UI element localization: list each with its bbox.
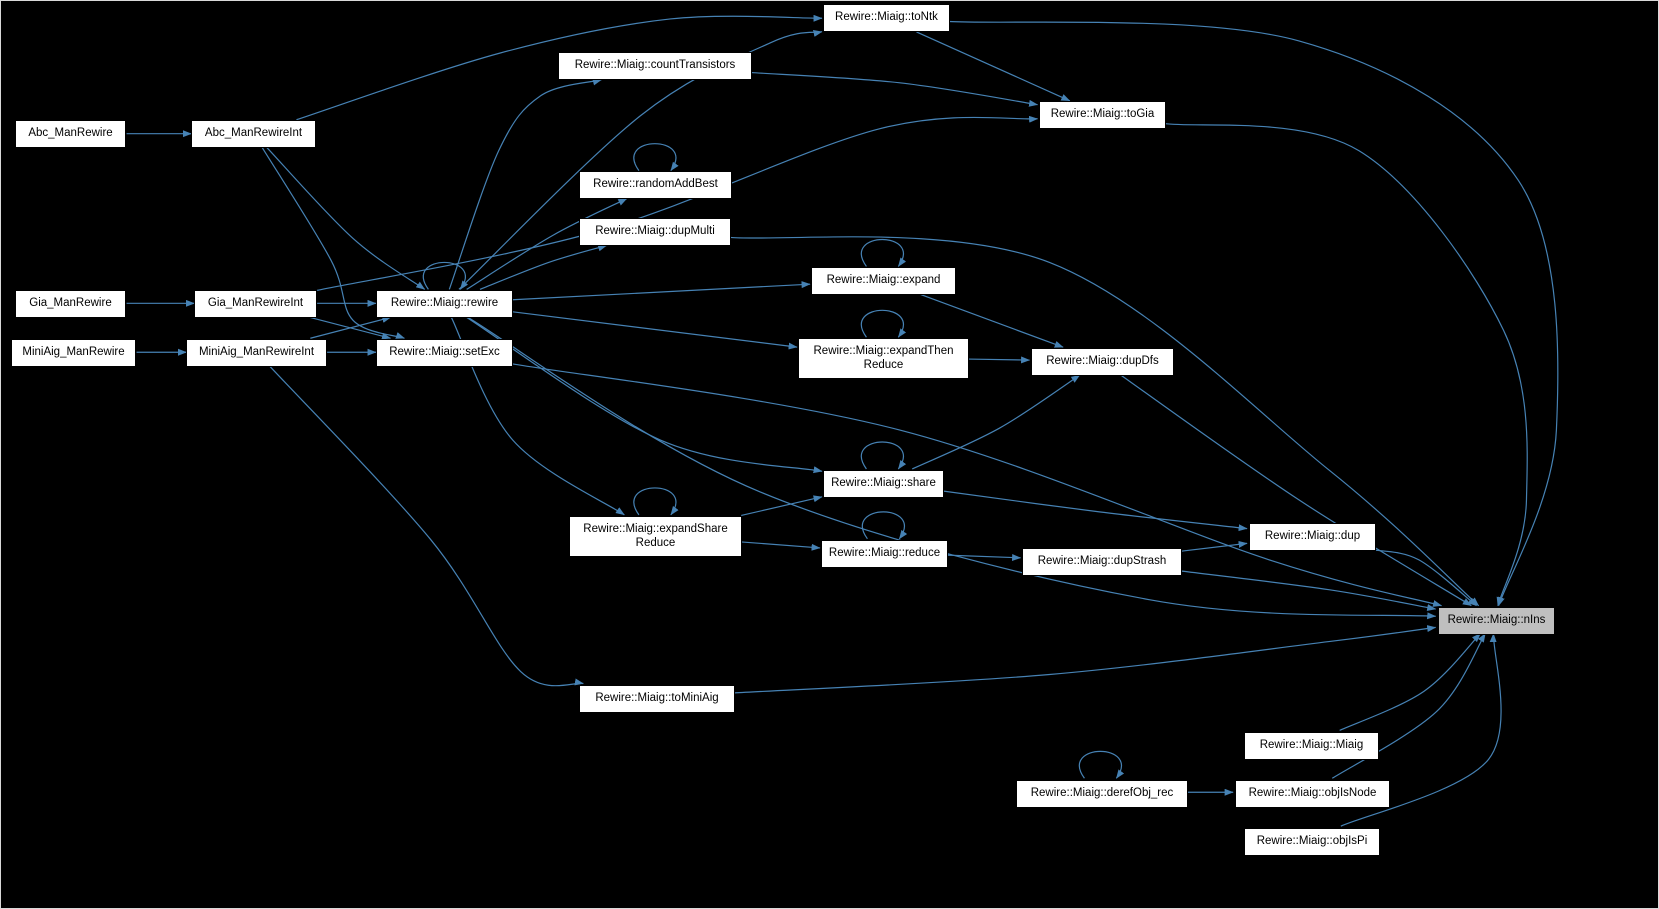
node-nins: Rewire::Miaig::nIns [1438,607,1555,635]
node-rewire[interactable]: Rewire::Miaig::rewire [376,290,513,318]
edge-rewire--randomaddbest [466,198,628,290]
edge-abc-manrewireint--rewire [266,147,426,290]
edge-derefobj-rec--derefobj-rec [1078,750,1125,779]
edge-abc-manrewireint--tontk [296,14,823,121]
edge-objisnode--nins [1331,633,1486,779]
node-share[interactable]: Rewire::Miaig::share [823,470,944,498]
node-miaig[interactable]: Rewire::Miaig::Miaig [1244,732,1379,760]
edge-miniaig-manrewireint--tominiaig [269,365,584,687]
edge-expandsharereduce--expandsharereduce [633,487,679,516]
node-miniaig-manrewireint[interactable]: MiniAig_ManRewireInt [186,339,327,367]
node-dup[interactable]: Rewire::Miaig::dup [1249,523,1376,551]
node-counttransistors[interactable]: Rewire::Miaig::countTransistors [558,52,752,80]
node-dupstrash[interactable]: Rewire::Miaig::dupStrash [1022,548,1182,576]
edge-rewire--dupmulti [479,244,608,290]
edge-objispi--nins [1340,633,1502,827]
edge-expandthenreduce--expandthenreduce [860,309,907,338]
edge-rewire--tontk [458,30,823,290]
node-tominiaig[interactable]: Rewire::Miaig::toMiniAig [579,685,735,713]
node-abc-manrewireint[interactable]: Abc_ManRewireInt [191,120,316,148]
edge-tontk--nins [948,20,1559,607]
edge-expand--expand [860,238,907,267]
edge-miaig--nins [1339,633,1481,731]
node-tontk[interactable]: Rewire::Miaig::toNtk [823,4,950,32]
edge-gia-manrewireint--togia [317,115,1039,291]
edge-rewire--expand [512,281,811,301]
node-reduce[interactable]: Rewire::Miaig::reduce [821,540,948,568]
edge-reduce--reduce [861,511,908,540]
edge-reduce--dupstrash [946,554,1022,562]
node-gia-manrewireint[interactable]: Gia_ManRewireInt [194,290,317,318]
node-randomaddbest[interactable]: Rewire::randomAddBest [579,171,732,199]
edge-share--dup [942,490,1248,532]
edge-abc-manrewireint--setexc [261,147,405,339]
node-objisnode[interactable]: Rewire::Miaig::objIsNode [1235,780,1390,808]
edge-expandsharereduce--reduce [741,541,821,551]
node-dupdfs[interactable]: Rewire::Miaig::dupDfs [1031,348,1174,376]
node-expand[interactable]: Rewire::Miaig::expand [811,267,956,295]
edge-rewire--expandthenreduce [512,311,798,350]
edge-togia--nins [1164,122,1528,607]
edge-miniaig-manrewireint--rewire [310,316,392,339]
edge-share--dupdfs [911,374,1081,470]
node-setexc[interactable]: Rewire::Miaig::setExc [376,339,513,367]
node-togia[interactable]: Rewire::Miaig::toGia [1039,101,1166,129]
edge-expandthenreduce--dupdfs [967,356,1031,364]
node-expandsharereduce[interactable]: Rewire::Miaig::expandShare Reduce [569,516,742,557]
node-objispi[interactable]: Rewire::Miaig::objIsPi [1244,828,1380,856]
edge-dupstrash--dup [1180,540,1248,552]
node-derefobj-rec[interactable]: Rewire::Miaig::derefObj_rec [1016,780,1188,808]
edge-rewire--rewire [422,261,469,290]
edge-group [126,14,1559,827]
node-miniaig-manrewire[interactable]: MiniAig_ManRewire [11,339,136,367]
edge-share--share [860,441,907,470]
edge-tominiaig--nins [734,625,1437,694]
node-expandthenreduce[interactable]: Rewire::Miaig::expandThen Reduce [798,338,969,379]
edge-setexc--nins [512,363,1443,607]
edge-tontk--togia [916,31,1071,102]
edge-counttransistors--togia [751,71,1039,107]
node-dupmulti[interactable]: Rewire::Miaig::dupMulti [579,218,731,246]
edge-dup--nins [1373,549,1477,607]
edge-dupstrash--nins [1180,570,1437,611]
edge-dupmulti--nins [730,236,1480,607]
edge-expandsharereduce--share [741,495,823,517]
node-gia-manrewire[interactable]: Gia_ManRewire [15,290,126,318]
edge-expand--dupdfs [919,293,1064,348]
edge-dupdfs--nins [1120,374,1472,607]
edge-randomaddbest--randomaddbest [633,143,679,172]
edge-rewire--counttransistors [448,78,602,290]
node-abc-manrewire[interactable]: Abc_ManRewire [15,120,126,148]
